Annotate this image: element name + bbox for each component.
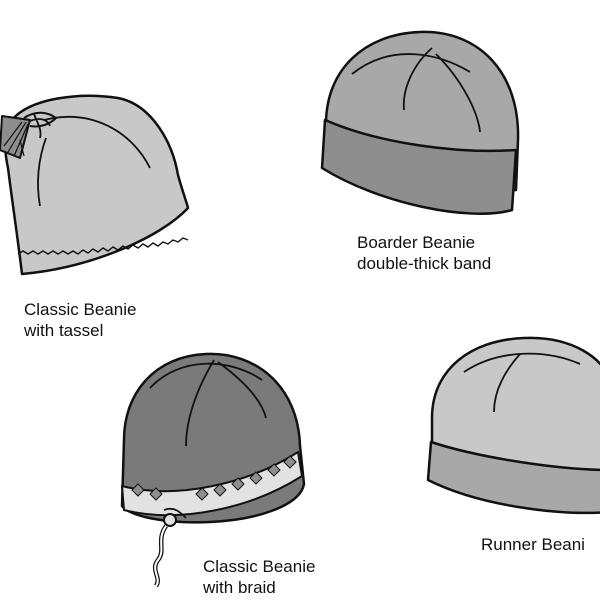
tassel-beanie-body: [4, 94, 190, 276]
runner-beanie-illustration: [426, 336, 600, 515]
runner-beanie-seam: [493, 353, 521, 413]
braid-beanie-seam: [217, 361, 267, 419]
caption-line: Runner Beani: [481, 535, 585, 554]
caption-line: Boarder Beanie: [357, 233, 476, 252]
caption-line: with tassel: [24, 321, 104, 340]
caption-boarder-beanie: Boarder Beanie double-thick band: [357, 232, 491, 274]
caption-classic-beanie-tassel: Classic Beanie with tassel: [24, 299, 136, 341]
tassel-beanie-seam: [37, 137, 47, 207]
caption-line: Classic Beanie: [203, 557, 316, 576]
boarder-beanie-seam: [351, 53, 471, 75]
caption-runner-beanie: Runner Beani: [481, 534, 585, 555]
classic-beanie-braid-illustration: [120, 352, 306, 588]
tassel-beanie-seam: [43, 115, 151, 169]
boarder-beanie-band: [320, 118, 518, 215]
braid-beanie-seam: [149, 362, 263, 389]
runner-beanie-seam: [463, 352, 581, 373]
runner-beanie-band: [426, 440, 600, 515]
caption-line: double-thick band: [357, 254, 492, 273]
caption-classic-beanie-braid: Classic Beanie with braid: [203, 556, 315, 598]
tassel-icon: [0, 115, 31, 159]
boarder-beanie-seam: [435, 53, 481, 133]
tassel-beanie-zigzag-hem: [17, 237, 189, 255]
drawstring-icon: [152, 507, 187, 588]
boarder-beanie-seam: [402, 47, 433, 111]
braid-beanie-seam: [185, 359, 215, 447]
classic-beanie-tassel-illustration: [0, 94, 190, 276]
boarder-beanie-illustration: [320, 30, 520, 215]
tassel-tie: [27, 113, 51, 139]
caption-line: with braid: [203, 578, 276, 597]
caption-line: Classic Beanie: [24, 300, 137, 319]
